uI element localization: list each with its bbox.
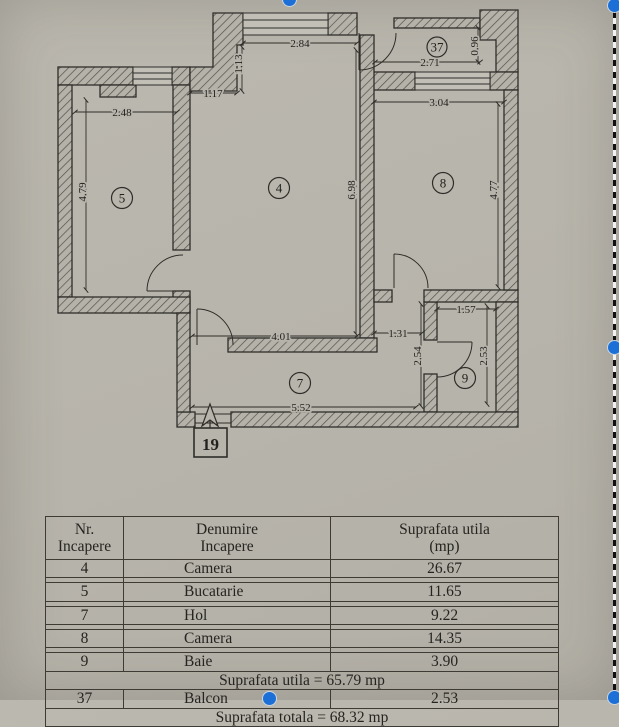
svg-text:9: 9 <box>462 371 469 386</box>
crop-handle-right-bottom[interactable] <box>607 690 619 705</box>
dimension-label: 0.96 <box>469 36 481 56</box>
svg-text:7: 7 <box>297 376 304 391</box>
crop-handle-bottom-center[interactable] <box>262 691 277 706</box>
dimension-label: 6.98 <box>346 180 358 200</box>
wall <box>176 411 196 428</box>
window-room4 <box>242 12 329 36</box>
dimensions <box>71 24 508 410</box>
wall <box>57 66 134 86</box>
table-row: 8 Camera 14.35 <box>45 629 559 649</box>
wall-pilaster <box>99 84 137 98</box>
door-room5 <box>146 254 184 292</box>
window-room8 <box>414 71 491 91</box>
entrance-number-box <box>193 427 228 458</box>
room-label-9: 9 <box>453 366 477 390</box>
total-row: Suprafata totala = 68.32 mp <box>45 707 559 727</box>
room-label-8: 8 <box>431 171 455 195</box>
dimension-label: 1.31 <box>388 328 407 340</box>
svg-text:8: 8 <box>440 176 447 191</box>
wall <box>503 89 519 291</box>
svg-text:4: 4 <box>276 181 283 196</box>
room-label-37: 37 <box>426 36 448 58</box>
dimension-label: 2.84 <box>290 38 310 50</box>
wall <box>373 289 393 303</box>
wall <box>489 71 519 91</box>
wall-step <box>189 12 244 92</box>
wall <box>327 12 358 36</box>
dimension-label: 4.77 <box>488 180 500 200</box>
door-room4-hall <box>196 308 234 346</box>
door-room9 <box>436 341 473 378</box>
dimension-label: 5.52 <box>291 402 310 414</box>
dimension-label: 2.53 <box>478 346 490 366</box>
dimension-label: 4.79 <box>77 182 89 202</box>
dimension-labels: 2.84 1.13 1.17 2.48 4.79 2.71 0.96 3.04 … <box>75 34 502 416</box>
wall <box>176 312 191 413</box>
wall <box>230 411 519 428</box>
svg-text:37: 37 <box>431 40 445 55</box>
table-row: 5 Bucatarie 11.65 <box>45 582 559 602</box>
entrance-number: 19 <box>202 435 219 454</box>
dimension-label: 1.13 <box>233 54 245 74</box>
balcony-railing <box>393 17 481 29</box>
wall <box>495 301 519 413</box>
room-label-4: 4 <box>267 176 291 200</box>
table-row: 4 Camera 26.67 <box>45 558 559 579</box>
table-row: 7 Hol 9.22 <box>45 605 559 626</box>
dimension-label: 1.57 <box>456 304 476 316</box>
header-suprafata: Suprafata utila(mp) <box>330 516 559 560</box>
room-labels: 5 4 8 37 7 9 <box>110 36 477 395</box>
wall <box>171 66 191 86</box>
window-room5 <box>132 66 173 86</box>
door-room8 <box>393 253 429 289</box>
room-label-7: 7 <box>288 371 312 395</box>
doors <box>146 32 473 378</box>
header-nr: Nr.Incapere <box>45 516 124 560</box>
dimension-label: 2.71 <box>420 57 439 69</box>
wall <box>172 84 191 251</box>
door-balcony <box>358 32 397 71</box>
table-row: 9 Baie 3.90 <box>45 652 559 672</box>
subtotal-row: Suprafata utila = 65.79 mp <box>45 670 559 691</box>
crop-handle-right-middle[interactable] <box>607 340 619 355</box>
wall <box>227 337 378 353</box>
wall <box>423 289 519 303</box>
svg-text:5: 5 <box>119 191 126 206</box>
dimension-label: 4.01 <box>271 331 290 343</box>
dimension-label: 1.17 <box>203 88 223 100</box>
wall <box>359 34 375 339</box>
room-label-5: 5 <box>110 186 134 210</box>
wall <box>423 373 438 413</box>
table-row-balcony: 37 Balcon 2.53 <box>45 689 559 709</box>
dimension-label: 2.48 <box>112 107 132 119</box>
wall <box>57 84 73 298</box>
dimension-label: 2.54 <box>412 346 424 366</box>
wall <box>57 296 191 314</box>
wall <box>423 301 438 341</box>
dimension-label: 3.04 <box>429 97 449 109</box>
wall-corner <box>479 9 519 73</box>
entrance-marker: 19 <box>193 402 228 458</box>
floor-plan: 2.84 1.13 1.17 2.48 4.79 2.71 0.96 3.04 … <box>57 9 519 458</box>
wall <box>367 71 416 91</box>
windows <box>132 12 491 424</box>
crop-handle-right-top[interactable] <box>607 0 619 13</box>
